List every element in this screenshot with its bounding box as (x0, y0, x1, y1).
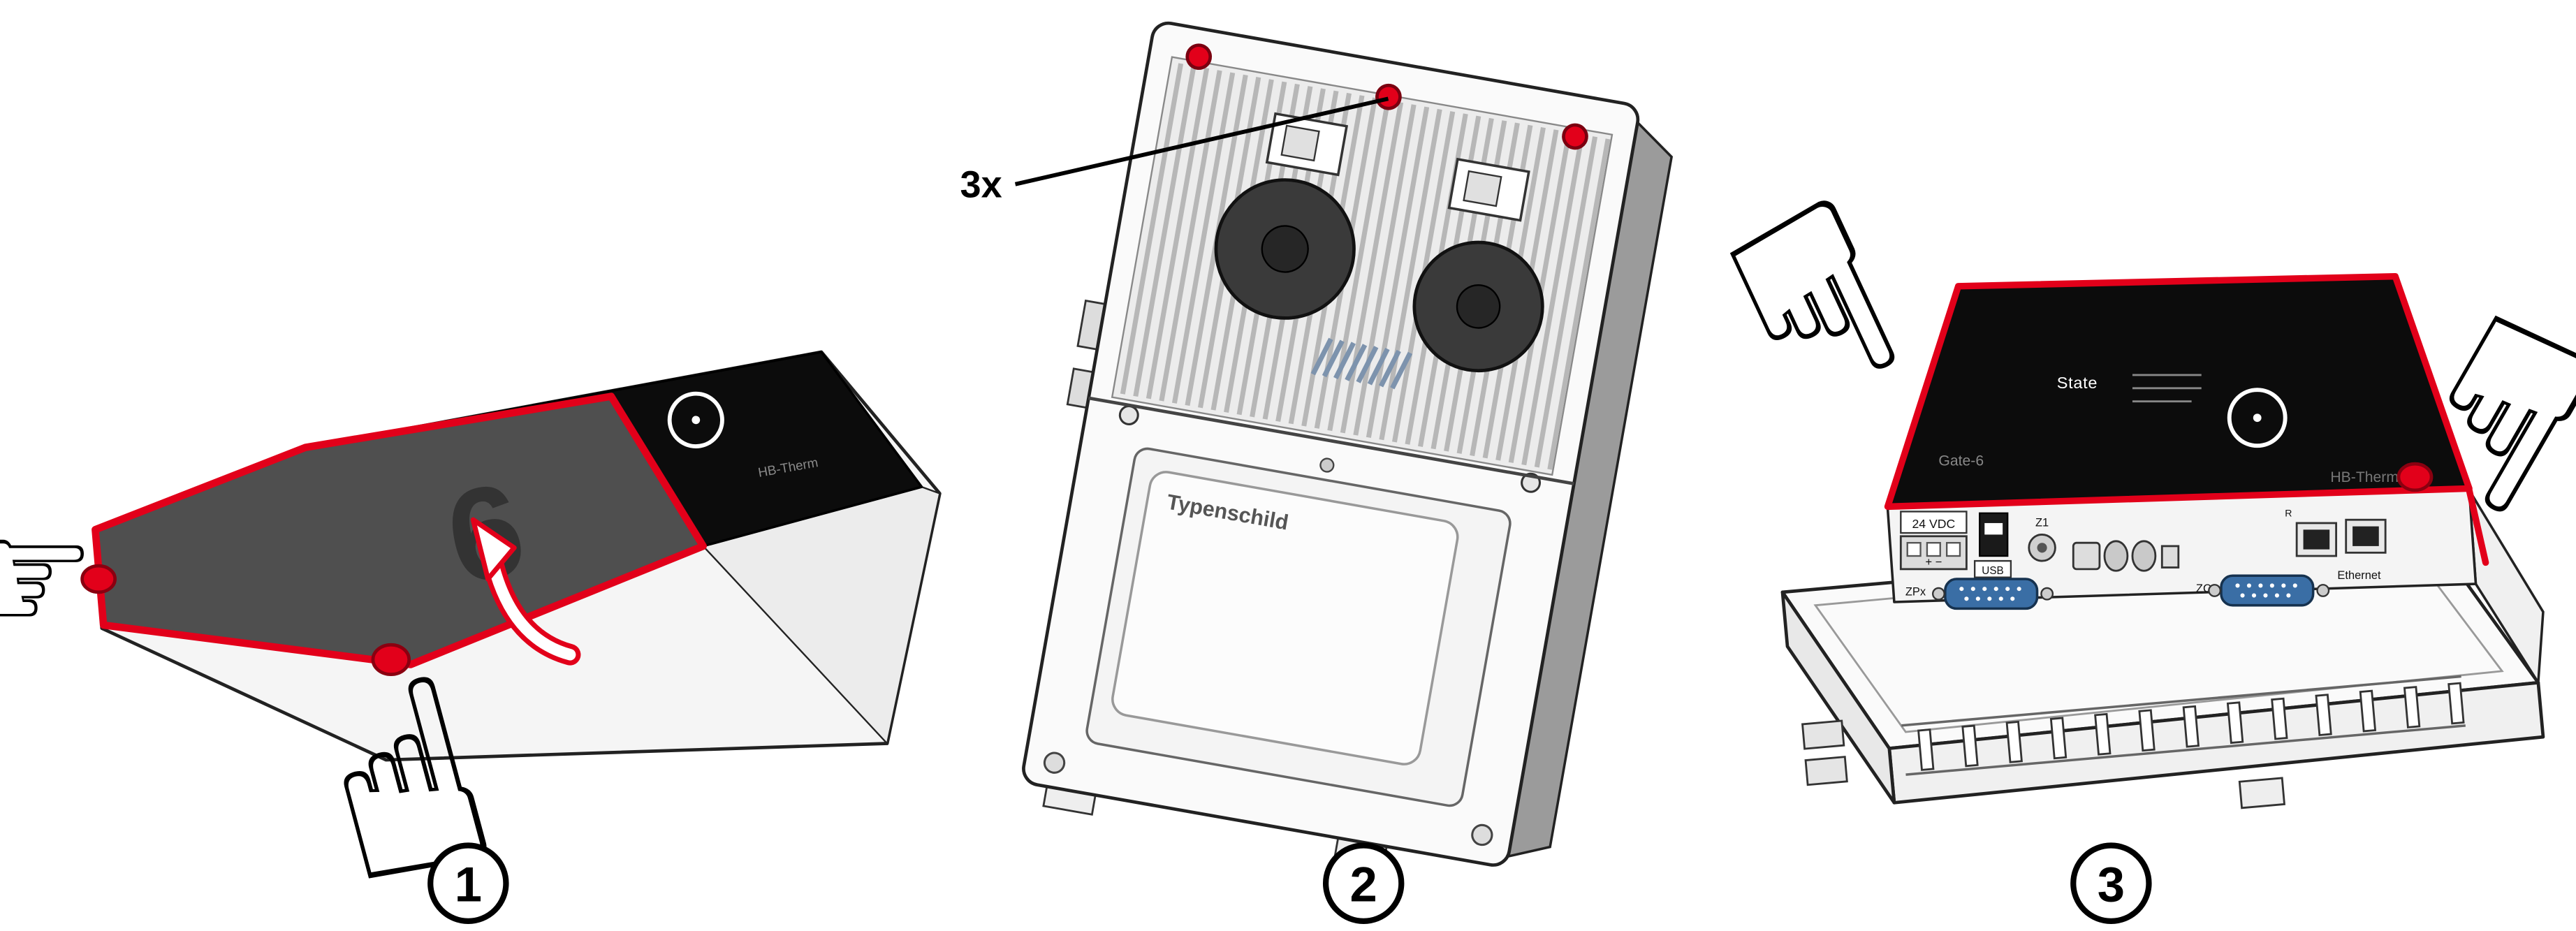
step-badges: 1 2 3 (427, 842, 2152, 924)
screw-callout-line (1014, 96, 1389, 186)
aux-socket (2131, 540, 2157, 572)
cover-highlight-outline (92, 393, 707, 668)
brand-label: HB-Therm (2330, 469, 2399, 485)
zc-label: ZC (2196, 582, 2211, 595)
tray-clip (1801, 719, 1845, 750)
pointing-hand-icon: ☞ (0, 481, 98, 673)
cable-slots (1917, 682, 2465, 771)
fan-icon (1214, 178, 1356, 320)
model-label: Gate-6 (1938, 453, 1984, 469)
aux-connector (2160, 545, 2180, 569)
top-panel-print: State Gate-6 HB-Therm (1938, 374, 2399, 485)
nameplate (1111, 471, 1459, 765)
step-2-illustration: Typenschild 3x (960, 21, 1674, 867)
step-number: 3 (2098, 857, 2125, 912)
step-3-illustration: 24 VDC + − USB Z1 ZPx ZC (1689, 142, 2576, 809)
pointing-hand-icon: ☟ (1689, 142, 1946, 467)
terminal-pin (1906, 542, 1922, 557)
usb-label: USB (1982, 565, 2003, 577)
mount-bracket (1265, 112, 1349, 177)
z1-label: Z1 (2035, 517, 2049, 529)
aux-connector (2072, 541, 2101, 571)
step-badge: 3 (2070, 842, 2152, 924)
dsub-connector-zpx (1932, 578, 2054, 610)
ethernet-label: Ethernet (2337, 569, 2381, 582)
terminal-pin (1945, 542, 1961, 557)
power-label-box (1900, 511, 1968, 534)
z1-socket-pin (2037, 543, 2047, 553)
step-badge: 2 (1322, 842, 1405, 924)
polarity-label: + − (1925, 556, 1942, 569)
led-ring-dot-icon (2253, 413, 2262, 423)
usb-tongue (1984, 522, 2003, 535)
screw-icon (1562, 123, 1588, 150)
screw-icon (1375, 83, 1402, 110)
screw-icon (1185, 43, 1213, 71)
mount-bracket (1447, 157, 1530, 222)
terminal-pin (1926, 542, 1941, 557)
aux-socket (2103, 540, 2129, 572)
tray-clip (1804, 756, 1848, 786)
step-1-illustration: State Gate-6 HB-Therm 6 ☝ ☞ (0, 350, 942, 931)
screw-icon (1471, 823, 1493, 846)
connector-row: 24 VDC + − USB Z1 ZPx ZC (1899, 508, 2387, 610)
state-label: State (2057, 374, 2098, 392)
housing-divider (1088, 396, 1574, 485)
r-label: R (2285, 508, 2292, 519)
release-button-front (371, 643, 411, 676)
vent-slots (1310, 337, 1413, 390)
step-number: 1 (455, 857, 482, 912)
state-legend-lines (2132, 374, 2202, 403)
base-tray-left-wall (1780, 590, 1896, 805)
dsub-connector-zc (2208, 574, 2330, 607)
fan-icon (1412, 240, 1544, 373)
highlight-edge (2466, 487, 2489, 566)
release-button-left (80, 564, 117, 594)
removal-arrow-icon (470, 517, 581, 666)
cable-slot-rail (1801, 675, 2466, 809)
step-badge: 1 (427, 842, 509, 924)
led-ring-icon (667, 391, 724, 448)
usb-label-box (1973, 559, 2012, 578)
step-number: 2 (1350, 857, 1377, 912)
device-rear: Typenschild (1022, 21, 1674, 867)
ethernet-ports (2295, 518, 2387, 557)
screw-icon (1319, 457, 1335, 473)
power-label: 24 VDC (1912, 517, 1955, 531)
led-ring-dot-icon (691, 416, 701, 425)
release-button-right (2396, 462, 2434, 492)
screw-icon (1043, 752, 1066, 774)
led-ring-icon (2227, 388, 2288, 448)
tray-clip (2238, 777, 2286, 809)
screw-count-label: 3x (960, 164, 1002, 206)
zpx-label: ZPx (1905, 586, 1926, 599)
